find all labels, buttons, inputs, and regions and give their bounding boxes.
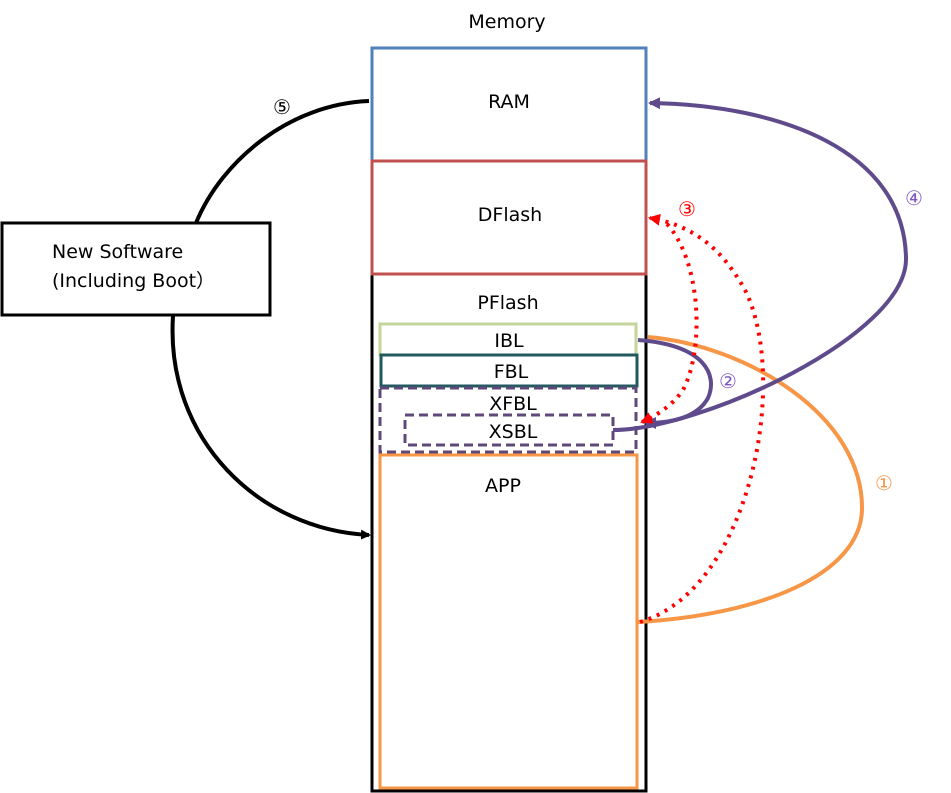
step3-arc-dflash-to-xsbl	[640, 222, 699, 424]
xfbl-label: XFBL	[489, 393, 537, 415]
app-label: APP	[485, 475, 521, 497]
fbl-label: FBL	[494, 361, 529, 383]
new-software-line1: New Software	[52, 241, 183, 263]
new-software-line2: (Including Boot）	[52, 270, 215, 292]
app-region	[378, 453, 639, 790]
step4-arc	[612, 97, 909, 432]
step1-label: ①	[875, 471, 893, 495]
step1-arc	[637, 335, 865, 624]
pflash-label: PFlash	[477, 292, 538, 314]
xsbl-region	[403, 413, 615, 447]
new-software-box	[0, 221, 272, 317]
ibl-region	[378, 322, 638, 357]
fbl-region	[379, 353, 639, 388]
step3-arc-app-to-dflash	[639, 213, 766, 624]
step5-arc-bottom	[170, 315, 371, 540]
step4-label: ④	[905, 186, 923, 210]
memory-title: Memory	[468, 11, 545, 33]
ibl-label: IBL	[494, 330, 524, 352]
xsbl-label: XSBL	[489, 421, 538, 443]
dflash-region	[370, 159, 648, 276]
ram-label: RAM	[488, 91, 530, 113]
step5-arc-top	[194, 99, 370, 224]
xfbl-region	[378, 386, 638, 454]
step5-label: ⑤	[273, 95, 291, 119]
step2-label: ②	[719, 369, 737, 393]
dflash-label: DFlash	[478, 204, 542, 226]
step3-label: ③	[678, 197, 696, 221]
